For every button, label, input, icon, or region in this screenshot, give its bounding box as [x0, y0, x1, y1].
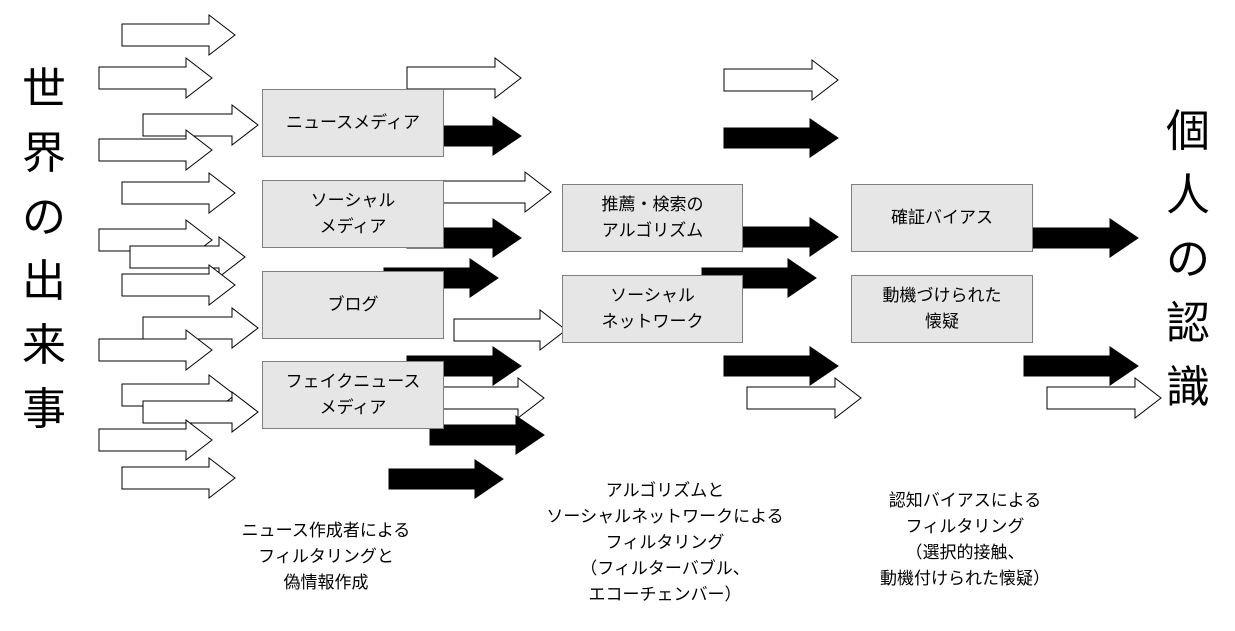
solid-arrow [723, 118, 839, 158]
hollow-arrow [442, 170, 552, 214]
title-char: 来 [22, 320, 66, 371]
caption-stage3: 認知バイアスによる フィルタリング （選択的接触、 動機付けられた懐疑） [880, 491, 1050, 589]
hollow-arrow [746, 376, 862, 420]
hollow-arrow [121, 171, 236, 215]
hollow-arrow [429, 376, 545, 420]
box-social-network: ソーシャル ネットワーク [562, 275, 743, 343]
hollow-arrow [121, 13, 236, 57]
title-char: 個 [1166, 106, 1210, 157]
hollow-arrow [98, 328, 213, 372]
title-char: 事 [22, 384, 66, 435]
solid-arrow [388, 459, 504, 499]
title-char: 識 [1166, 362, 1210, 413]
caption-stage1: ニュース作成者による フィルタリングと 偽情報作成 [241, 521, 411, 593]
hollow-arrow [98, 128, 213, 172]
arrow-group [98, 13, 1162, 500]
solid-arrow [442, 116, 522, 156]
title-char: 認 [1166, 298, 1210, 349]
hollow-arrow [121, 263, 236, 307]
box-recommendation-algorithm: 推薦・検索の アルゴリズム [562, 184, 743, 252]
hollow-arrow [1046, 376, 1162, 420]
title-char: 界 [22, 128, 66, 179]
solid-arrow [429, 415, 545, 455]
title-char: 世 [22, 64, 66, 115]
right-title: 個人の認識 [1158, 100, 1218, 420]
box-confirmation-bias: 確証バイアス [851, 184, 1033, 252]
title-char: の [1166, 234, 1210, 285]
box-motivated-skepticism: 動機づけられた 懐疑 [851, 275, 1033, 343]
box-blog: ブログ [262, 271, 444, 339]
title-char: 人 [1166, 170, 1210, 221]
hollow-arrow [129, 235, 246, 279]
solid-arrow [723, 346, 839, 386]
solid-arrow [1023, 346, 1139, 386]
box-fake-news-media: フェイクニュース メディア [262, 361, 444, 429]
hollow-arrow [98, 56, 213, 100]
title-char: の [22, 192, 66, 243]
hollow-arrow [98, 418, 213, 462]
left-title: 世界の出来事 [14, 58, 74, 442]
caption-stage2: アルゴリズムと ソーシャルネットワークによる フィルタリング （フィルターバブル… [546, 481, 784, 605]
hollow-arrow [142, 103, 259, 147]
hollow-arrow [121, 456, 236, 500]
box-social-media: ソーシャル メディア [262, 180, 444, 248]
hollow-arrow [723, 58, 839, 102]
title-char: 出 [22, 256, 66, 307]
hollow-arrow [453, 308, 567, 352]
hollow-arrow [142, 390, 259, 434]
solid-arrow [1032, 218, 1139, 258]
box-news-media: ニュースメディア [262, 89, 444, 157]
